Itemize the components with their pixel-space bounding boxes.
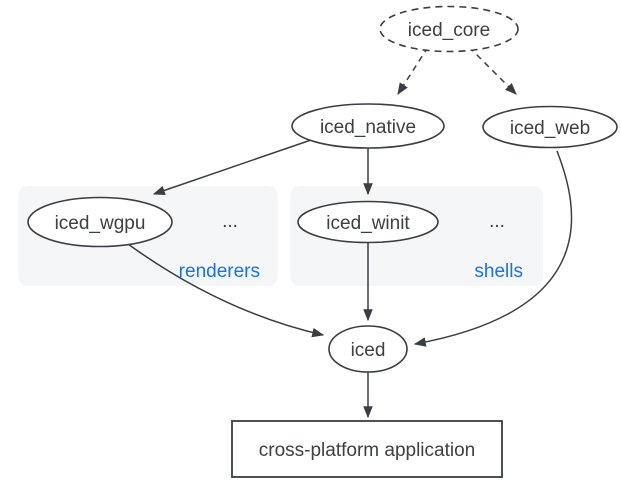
renderers-group-label: renderers bbox=[179, 261, 260, 282]
iced-web-ellipse bbox=[482, 105, 618, 149]
iced-wgpu-ellipse bbox=[27, 196, 173, 248]
node-iced-native: iced_native bbox=[291, 103, 445, 149]
edge-iced-native-to-iced-wgpu bbox=[152, 139, 312, 196]
app-label: cross-platform application bbox=[259, 440, 475, 461]
iced-winit-label: iced_winit bbox=[326, 213, 410, 234]
edge-iced-core-to-iced-web bbox=[468, 46, 517, 95]
iced-core-label: iced_core bbox=[408, 20, 490, 41]
edge-iced-web-to-iced bbox=[413, 150, 573, 347]
node-cross-platform-application: cross-platform application bbox=[231, 420, 503, 478]
iced-web-label: iced_web bbox=[510, 118, 590, 139]
node-iced-wgpu: iced_wgpu bbox=[27, 196, 173, 248]
edge-iced-core-to-iced-native bbox=[397, 46, 429, 96]
iced-wgpu-label: iced_wgpu bbox=[55, 213, 146, 234]
app-box bbox=[231, 420, 503, 478]
iced-native-ellipse bbox=[291, 103, 445, 149]
iced-label: iced bbox=[351, 340, 386, 361]
edge-iced-wgpu-to-iced bbox=[127, 243, 325, 338]
shells-group-label: shells bbox=[474, 261, 523, 282]
node-iced-web: iced_web bbox=[482, 105, 618, 149]
node-iced-winit: iced_winit bbox=[297, 200, 439, 244]
iced-core-ellipse bbox=[379, 5, 519, 53]
iced-winit-ellipse bbox=[297, 200, 439, 244]
node-iced: iced bbox=[328, 325, 408, 373]
node-iced-core: iced_core bbox=[379, 5, 519, 53]
iced-native-label: iced_native bbox=[320, 117, 416, 138]
renderers-ellipsis: ... bbox=[222, 211, 238, 232]
shells-ellipsis: ... bbox=[489, 211, 505, 232]
iced-ellipse bbox=[328, 325, 408, 373]
